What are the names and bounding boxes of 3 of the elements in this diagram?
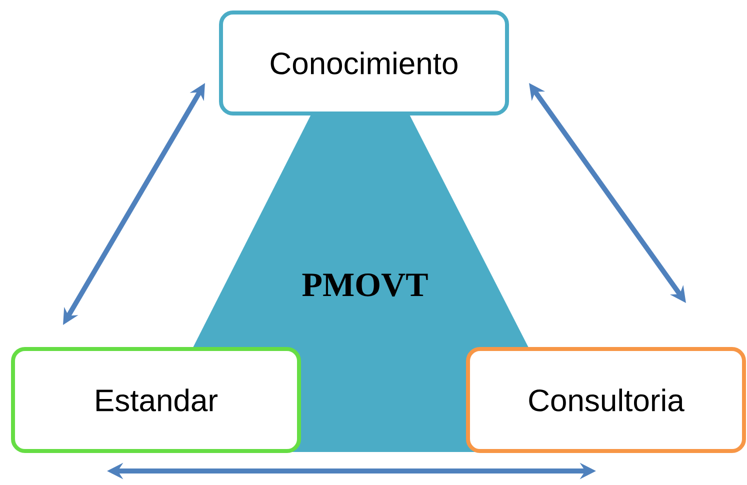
text-box: Conocimiento [219,10,509,116]
text-box: Estandar [11,347,301,453]
text-box: Consultoria [466,347,746,453]
